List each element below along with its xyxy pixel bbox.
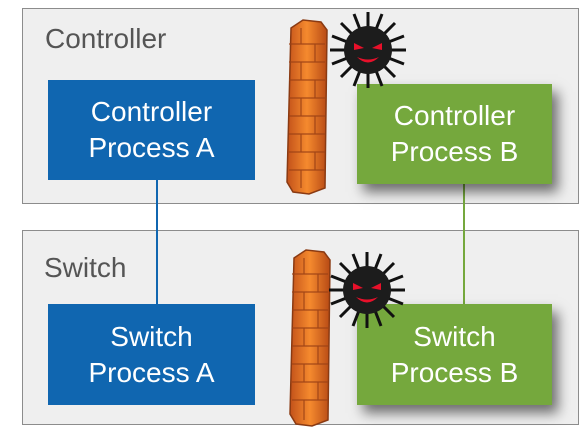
controller-process-b: Controller Process B [357,84,552,184]
process-a-connection [156,180,158,304]
controller-process-a-label: Controller Process A [88,96,215,163]
controller-process-a: Controller Process A [48,80,255,180]
controller-layer-title: Controller [45,23,167,54]
switch-process-a: Switch Process A [48,304,255,405]
firewall-icon [281,18,331,196]
switch-process-b: Switch Process B [357,304,552,405]
process-b-connection [463,184,465,304]
controller-process-b-label: Controller Process B [390,100,519,167]
firewall-icon [284,248,334,428]
virus-icon [327,250,407,330]
switch-process-a-label: Switch Process A [88,320,215,388]
virus-icon [328,10,408,90]
switch-process-b-label: Switch Process B [390,320,519,388]
switch-layer-title: Switch [44,252,127,283]
